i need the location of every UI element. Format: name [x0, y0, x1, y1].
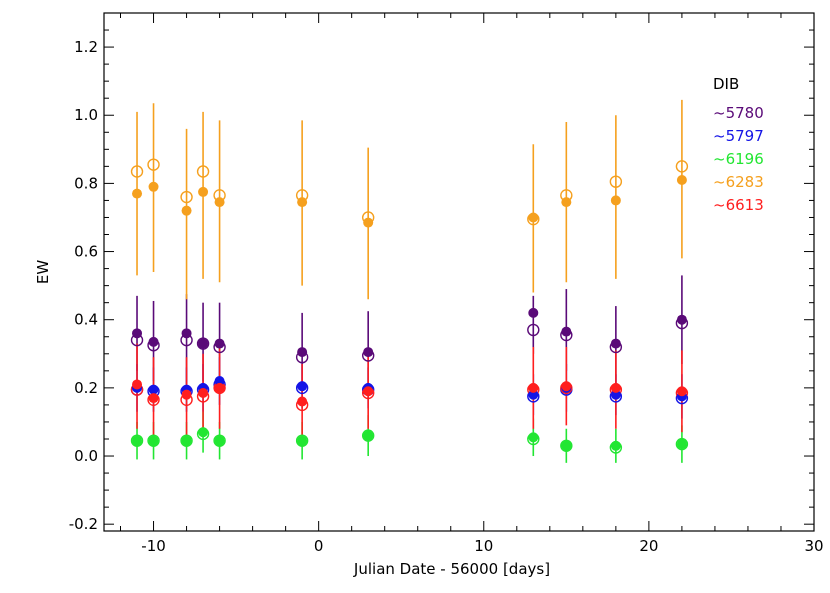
filled-point: [297, 197, 308, 208]
y-tick-label: 0.2: [74, 379, 98, 397]
open-point: [675, 160, 689, 173]
filled-point: [528, 382, 539, 393]
open-point: [147, 158, 160, 171]
open-point: [295, 434, 309, 447]
open-point: [196, 165, 210, 178]
filled-point: [148, 384, 159, 395]
open-point: [527, 323, 540, 337]
filled-point: [676, 439, 687, 450]
filled-point: [528, 212, 539, 223]
filled-point: [181, 435, 192, 446]
filled-point: [363, 430, 374, 441]
filled-point: [148, 336, 159, 347]
error-bars: [136, 99, 683, 463]
open-point: [609, 175, 623, 188]
x-tick-label: 30: [804, 537, 823, 555]
filled-point: [148, 393, 159, 404]
y-axis: -0.2 0.0 0.2 0.4 0.6 0.8 1.0 1.2: [69, 29, 814, 533]
y-tick-label: 1.0: [74, 106, 98, 124]
filled-point: [198, 387, 209, 398]
x-tick-label: 0: [314, 537, 324, 555]
filled-point: [363, 347, 374, 358]
filled-point: [214, 382, 225, 393]
plot-area-frame: [103, 12, 815, 532]
filled-point: [363, 386, 374, 397]
filled-point: [610, 195, 621, 206]
filled-point: [676, 386, 687, 397]
filled-point: [561, 381, 572, 392]
filled-point: [363, 217, 374, 228]
legend-entry: ~6613: [713, 196, 764, 214]
legend-entry: ~6196: [713, 150, 764, 168]
filled-point: [214, 435, 225, 446]
filled-point: [561, 326, 572, 337]
open-point: [196, 337, 210, 350]
open-point: [213, 434, 226, 447]
filled-point: [198, 338, 209, 349]
legend-entry: ~5797: [713, 127, 764, 145]
y-axis-label: EW: [34, 260, 52, 284]
filled-point: [297, 396, 308, 407]
y-tick-label: 1.2: [74, 38, 98, 56]
open-point: [147, 434, 160, 447]
x-axis: -10 0 10 20 30: [120, 13, 824, 555]
filled-point: [132, 435, 143, 446]
filled-point: [528, 307, 539, 318]
x-axis-label: Julian Date - 56000 [days]: [353, 560, 550, 578]
filled-point: [297, 381, 308, 392]
open-point: [560, 439, 573, 453]
open-point: [361, 429, 375, 442]
open-point: [130, 434, 144, 447]
open-point: [130, 165, 144, 178]
filled-point: [148, 435, 159, 446]
y-tick-label: 0.4: [74, 311, 98, 329]
filled-point: [297, 435, 308, 446]
legend-title: DIB: [713, 75, 739, 93]
filled-point: [610, 338, 621, 349]
filled-point: [132, 379, 143, 390]
open-point: [180, 190, 193, 204]
filled-point: [676, 174, 687, 185]
filled-point: [132, 328, 143, 339]
legend-entry: ~5780: [713, 104, 764, 122]
filled-point: [297, 347, 308, 358]
y-tick-label: 0.8: [74, 174, 98, 192]
x-tick-label: 10: [474, 537, 493, 555]
data-points: [130, 158, 689, 454]
filled-point: [132, 188, 143, 199]
y-tick-label: 0.6: [74, 243, 98, 261]
filled-point: [610, 382, 621, 393]
filled-point: [214, 197, 225, 208]
open-point: [180, 434, 193, 447]
filled-point: [148, 181, 159, 192]
filled-point: [676, 314, 687, 325]
open-point: [675, 437, 689, 451]
filled-point: [181, 205, 192, 216]
legend: DIB ~5780 ~5797 ~6196 ~6283 ~6613: [713, 75, 764, 214]
filled-point: [214, 338, 225, 349]
y-tick-label: 0.0: [74, 447, 98, 465]
filled-point: [181, 389, 192, 400]
filled-point: [528, 432, 539, 443]
filled-point: [610, 440, 621, 451]
x-tick-label: 20: [639, 537, 658, 555]
filled-point: [181, 328, 192, 339]
legend-entry: ~6283: [713, 173, 764, 191]
filled-point: [198, 186, 209, 197]
filled-point: [561, 440, 572, 451]
y-tick-label: -0.2: [69, 515, 98, 533]
filled-point: [198, 427, 209, 438]
x-tick-label: -10: [141, 537, 166, 555]
filled-point: [561, 197, 572, 208]
